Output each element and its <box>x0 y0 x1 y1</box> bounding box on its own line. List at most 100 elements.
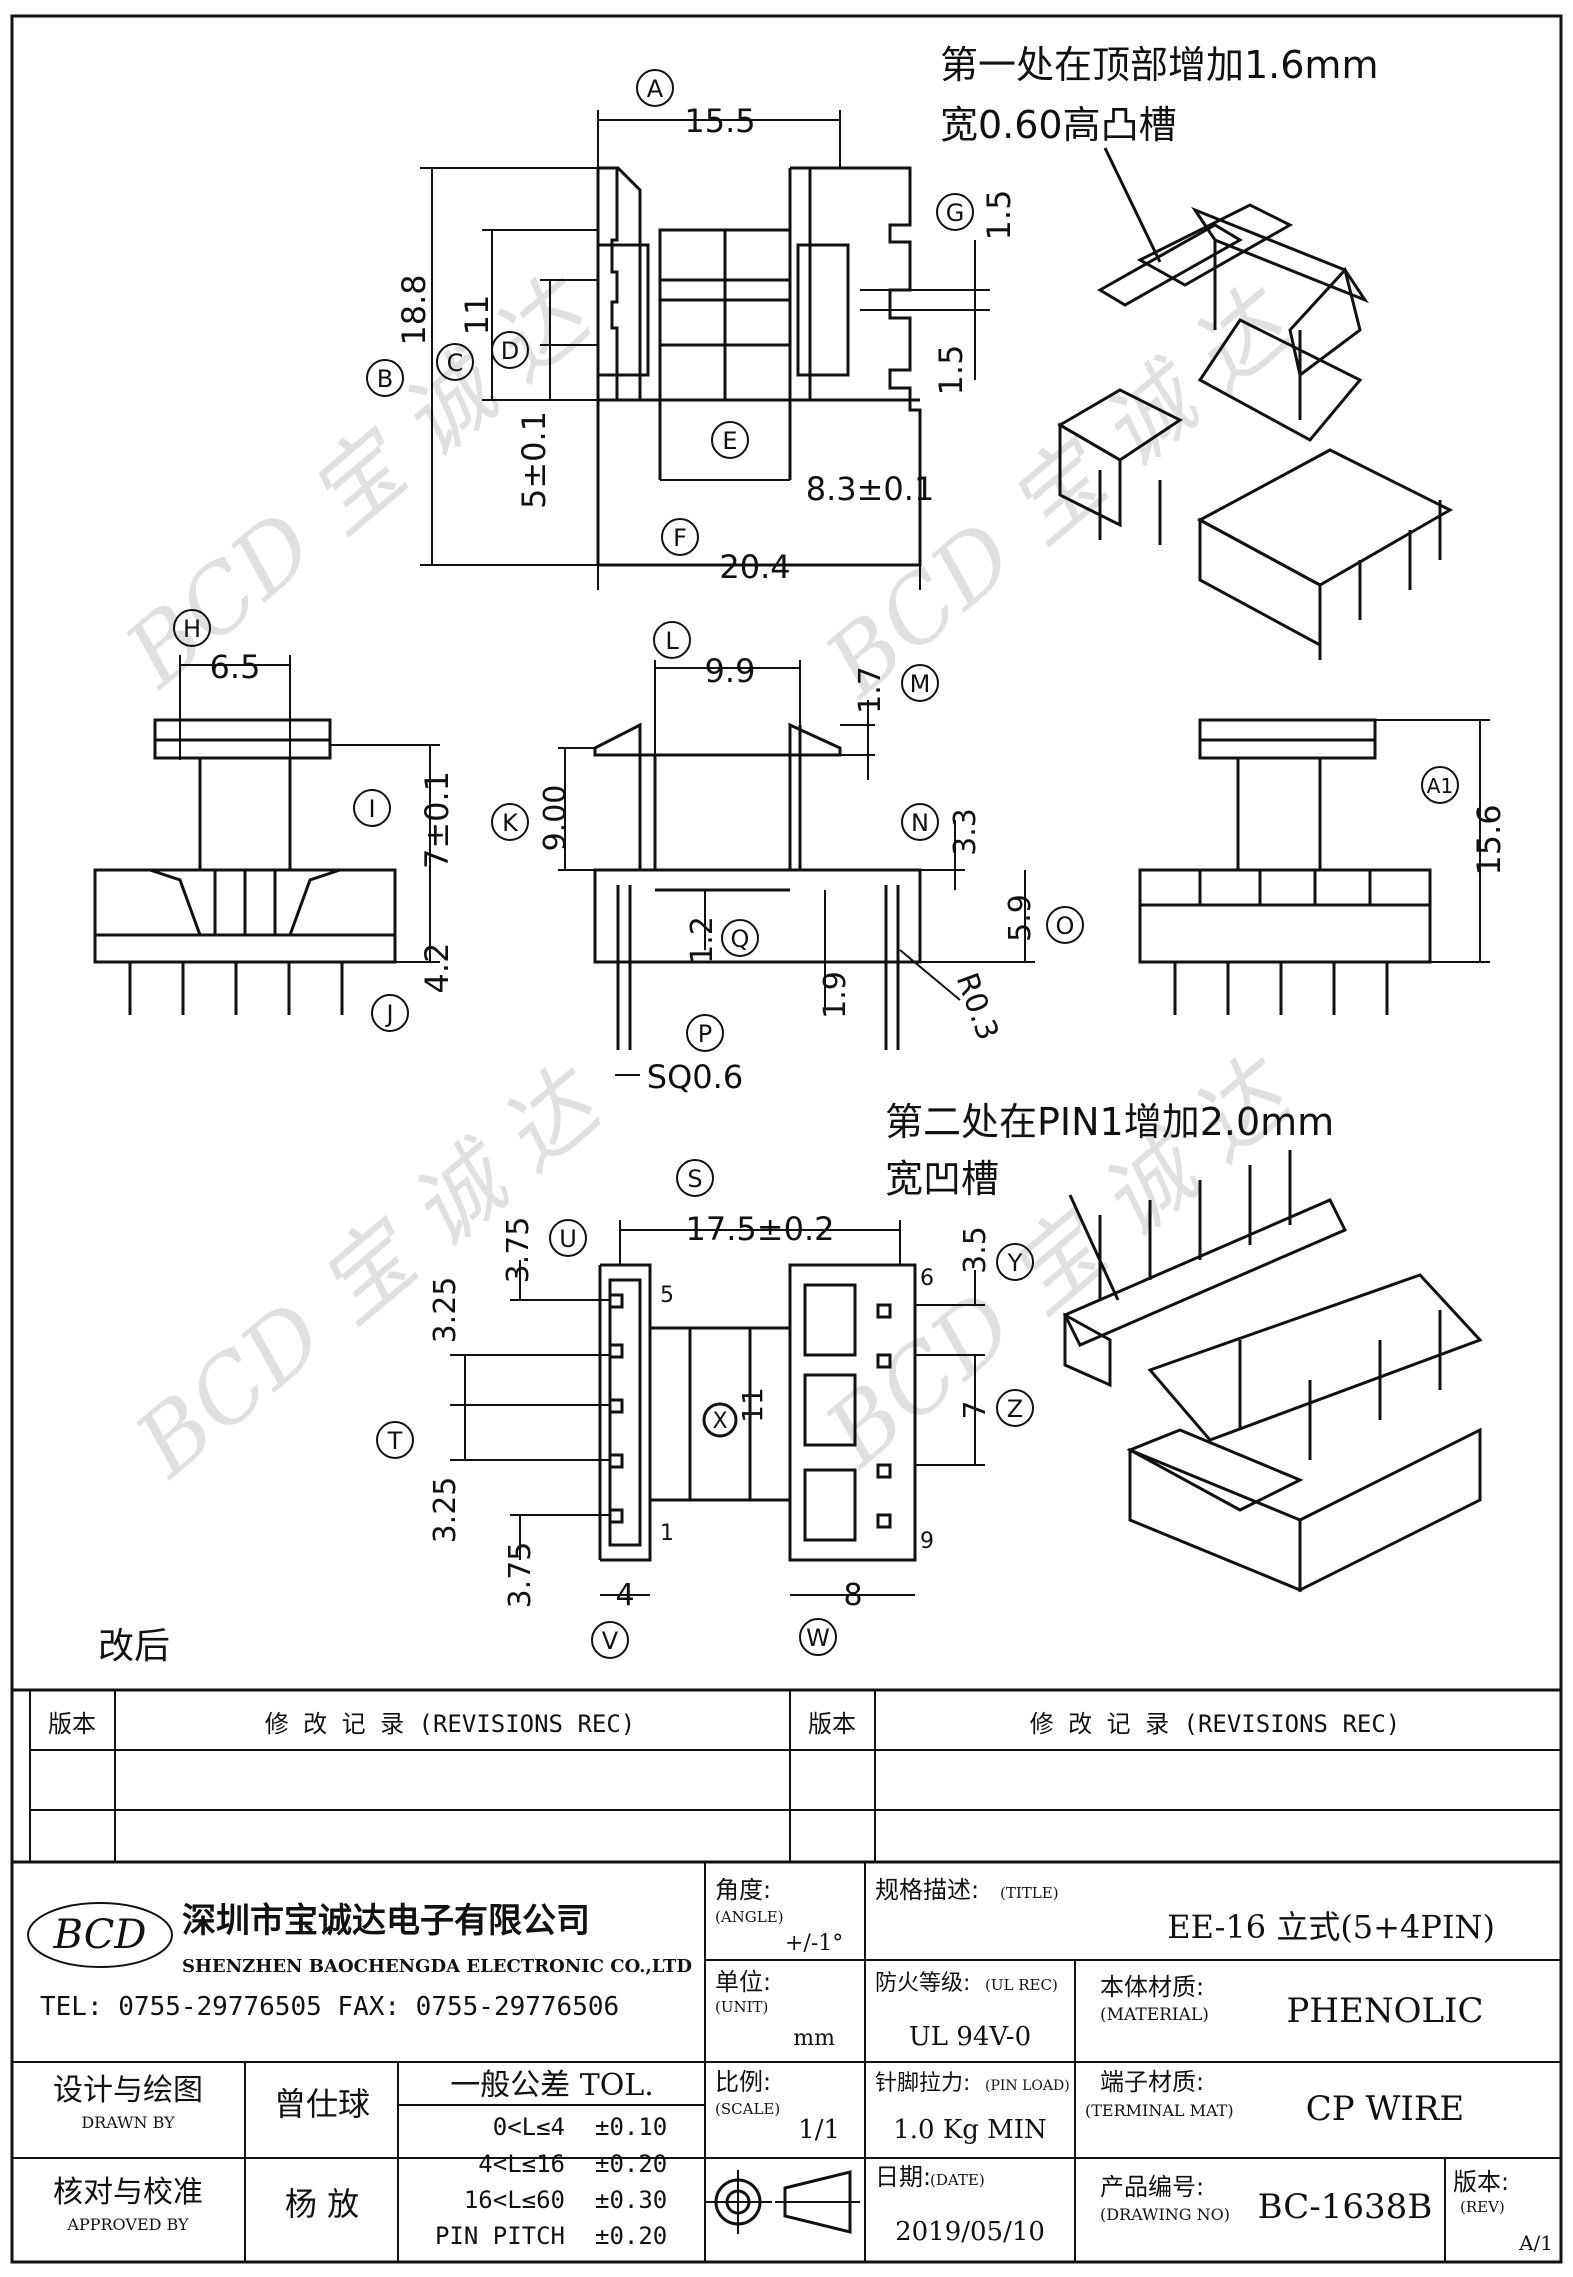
label-U: U <box>559 1225 577 1253</box>
watermark: BCD 宝 诚 达 BCD 宝 诚 达 BCD 宝 诚 达 BCD 宝 诚 达 <box>105 257 1314 1498</box>
note-pin-line2: 宽凹槽 <box>885 1157 999 1201</box>
bottom-view-labels: S T U V W X Y Z 17.5±0.2 3.75 3.25 3.25 … <box>376 1159 1034 1659</box>
ul-label: 防火等级: <box>875 1971 970 1996</box>
dim-k: 9.00 <box>538 785 573 852</box>
dim-g1: 1.5 <box>980 190 1018 241</box>
dim-t2: 3.25 <box>428 1477 463 1544</box>
dim-y: 3.5 <box>958 1226 993 1274</box>
dim-z: 7 <box>958 1400 993 1419</box>
label-W: W <box>806 1624 830 1652</box>
ul-label-en: (UL REC) <box>985 1976 1058 1994</box>
label-D: D <box>501 337 519 365</box>
company-logo: BCD <box>27 1902 173 1968</box>
tol-range-3: PIN PITCH <box>435 2222 565 2250</box>
svg-text:BCD 宝 诚 达: BCD 宝 诚 达 <box>115 1047 624 1498</box>
pin-1: 1 <box>660 1521 674 1546</box>
note-pin-line1: 第二处在PIN1增加2.0mm <box>885 1100 1334 1144</box>
scale-value: 1/1 <box>798 2115 840 2145</box>
dim-e: 8.3±0.1 <box>806 470 935 508</box>
label-H: H <box>183 615 201 643</box>
unit-value: mm <box>793 2026 835 2051</box>
dim-s19: 1.9 <box>818 971 853 1019</box>
label-P: P <box>698 1020 712 1048</box>
front-view <box>93 718 397 1015</box>
tol-value-3: ±0.20 <box>595 2222 667 2250</box>
front-view-labels: H I J 6.5 7±0.1 4.2 <box>173 609 456 1032</box>
dim-p: SQ0.6 <box>647 1058 743 1096</box>
date-label-en: (DATE) <box>930 2171 985 2189</box>
scale-label: 比例: <box>715 2068 771 2096</box>
rev-col-version-right: 版本 <box>808 1710 856 1738</box>
approved-label: 核对与校准 <box>53 2175 203 2210</box>
dim-v: 4 <box>615 1578 634 1613</box>
label-L: L <box>665 627 679 655</box>
dim-s: 17.5±0.2 <box>686 1210 835 1248</box>
drawing-label: 产品编号: <box>1100 2173 1204 2201</box>
isometric-top-view <box>1057 203 1454 660</box>
title-label-en: (TITLE) <box>1000 1884 1059 1902</box>
note-top-line2: 宽0.60高凸槽 <box>940 103 1177 147</box>
dim-j: 4.2 <box>418 943 456 994</box>
material-label: 本体材质: <box>1100 1973 1204 2001</box>
rev-value: A/1 <box>1518 2231 1553 2255</box>
label-S: S <box>687 1165 702 1193</box>
note-revised: 改后 <box>98 1626 170 1667</box>
title-value: EE-16 立式(5+4PIN) <box>1167 1908 1495 1946</box>
label-A1: A1 <box>1427 774 1453 798</box>
terminal-label-en: (TERMINAL MAT) <box>1085 2101 1234 2120</box>
dim-i: 7±0.1 <box>418 771 456 869</box>
dim-a: 15.5 <box>684 102 755 140</box>
top-view <box>596 166 922 567</box>
label-Z: Z <box>1007 1395 1023 1423</box>
dim-m: 1.7 <box>853 666 888 714</box>
title-block-grid <box>12 1862 1561 2262</box>
dim-d: 5±0.1 <box>515 411 553 509</box>
label-M: M <box>910 670 931 698</box>
dim-n: 3.3 <box>948 808 983 856</box>
note-top-line1: 第一处在顶部增加1.6mm <box>940 43 1378 87</box>
dim-c: 11 <box>458 295 496 336</box>
dim-x: 11 <box>736 1387 769 1423</box>
note-pin-leader <box>1068 1194 1120 1301</box>
drawing-label-en: (DRAWING NO) <box>1100 2205 1230 2224</box>
terminal-value: CP WIRE <box>1306 2089 1465 2129</box>
date-label: 日期: <box>875 2163 931 2191</box>
label-V: V <box>602 1627 619 1655</box>
label-Q: Q <box>731 925 750 953</box>
rev-label: 版本: <box>1453 2168 1509 2196</box>
pin-5: 5 <box>660 1283 674 1308</box>
label-J: J <box>384 1000 393 1028</box>
drawn-value: 曾仕球 <box>274 2085 370 2123</box>
angle-label-en: (ANGLE) <box>715 1908 784 1926</box>
label-B: B <box>377 365 393 393</box>
label-O: O <box>1056 912 1075 940</box>
drawing-value: BC-1638B <box>1258 2187 1433 2227</box>
material-value: PHENOLIC <box>1287 1991 1484 2031</box>
dim-o: 5.9 <box>1003 894 1038 942</box>
date-value: 2019/05/10 <box>895 2217 1045 2247</box>
dim-h: 6.5 <box>210 648 261 686</box>
ul-value: UL 94V-0 <box>909 2022 1031 2052</box>
unit-label-en: (UNIT) <box>715 1998 768 2016</box>
dim-t1: 3.25 <box>428 1277 463 1344</box>
dim-b: 18.8 <box>395 274 433 345</box>
pin-6: 6 <box>920 1266 934 1291</box>
pin-9: 9 <box>920 1529 934 1554</box>
dim-w: 8 <box>843 1578 862 1613</box>
tol-range-2: 16<L≤60 <box>464 2186 565 2214</box>
front-view-dims <box>179 655 440 963</box>
isometric-bottom-view <box>1062 1150 1483 1593</box>
side-view-labels: L K M N O P Q 9.9 9.00 1.7 3.3 5.9 1.2 1… <box>491 621 1084 1096</box>
label-K: K <box>502 809 519 837</box>
side-view <box>593 722 922 1050</box>
angle-value: +/-1° <box>785 1931 843 1956</box>
top-view-labels: A B C D E F G 15.5 18.8 11 5±0.1 8.3±0.1… <box>366 69 1018 586</box>
drawn-label: 设计与绘图 <box>53 2073 203 2108</box>
rev-col-version-left: 版本 <box>48 1710 96 1738</box>
rev-col-records-left: 修 改 记 录 (REVISIONS REC) <box>265 1710 636 1738</box>
tol-value-1: ±0.20 <box>595 2150 667 2178</box>
angle-label: 角度: <box>715 1876 771 1904</box>
pinload-label-en: (PIN LOAD) <box>985 2078 1070 2094</box>
label-G: G <box>946 199 965 227</box>
dim-l: 9.9 <box>705 652 756 690</box>
